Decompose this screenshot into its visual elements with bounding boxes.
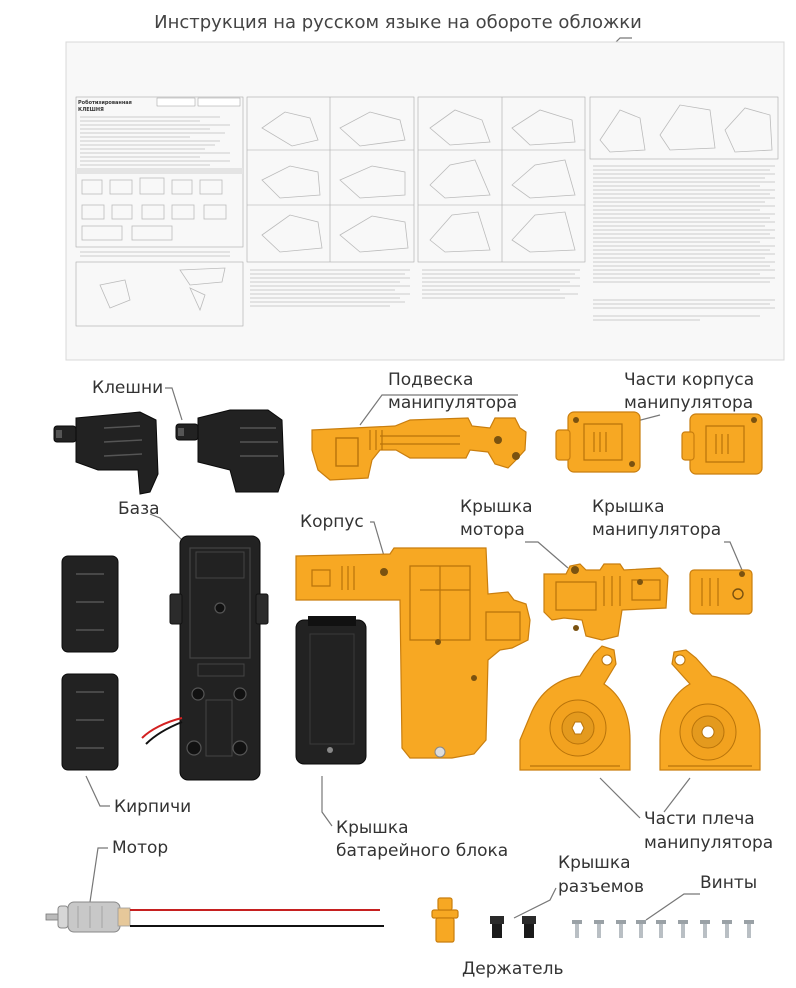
- claw-right: [175, 409, 285, 493]
- battery-cover-part: [295, 616, 367, 765]
- leader-bricks: [85, 775, 110, 807]
- label-shoulder-line2: манипулятора: [644, 833, 773, 853]
- arm-cover-part: [689, 569, 753, 615]
- screw: [656, 920, 666, 938]
- leader-body: [370, 521, 385, 557]
- body-part: [295, 547, 531, 759]
- label-battery-cover-line2: батарейного блока: [336, 841, 508, 861]
- screw: [678, 920, 688, 938]
- label-motor-cover-line2: мотора: [460, 520, 525, 540]
- motor-cover-part: [543, 563, 669, 641]
- label-motor: Мотор: [112, 838, 168, 858]
- label-shoulder-line1: Части плеча: [644, 809, 755, 829]
- label-connector-cover-line2: разъемов: [558, 877, 644, 897]
- shoulder-part-left: [519, 645, 631, 771]
- connector-cover-2: [522, 916, 536, 938]
- label-connector-cover-line1: Крышка: [558, 853, 631, 873]
- label-body: Корпус: [300, 512, 364, 532]
- screw: [572, 920, 582, 938]
- leader-screws: [645, 893, 700, 921]
- leader-arm-cover: [724, 541, 743, 571]
- label-screws: Винты: [700, 873, 757, 893]
- label-arm-body-line2: манипулятора: [624, 393, 753, 413]
- arm-body-part-left: [555, 411, 641, 473]
- screw: [594, 920, 604, 938]
- brick-top: [61, 555, 119, 653]
- header-title: Инструкция на русском языке на обороте о…: [154, 12, 642, 33]
- base-part: [141, 535, 269, 781]
- label-arm-mount-line2: манипулятора: [388, 393, 517, 413]
- instruction-sheet: Роботизированная КЛЕШНЯ: [65, 41, 785, 361]
- screw: [744, 920, 754, 938]
- arm-mount-part: [311, 417, 527, 481]
- label-arm-body-line1: Части корпуса: [624, 370, 754, 390]
- brick-bottom: [61, 673, 119, 771]
- motor-part: [45, 901, 384, 933]
- label-arm-mount-line1: Подвеска: [388, 370, 473, 390]
- leader-base: [149, 513, 189, 547]
- label-arm-cover-line1: Крышка: [592, 497, 665, 517]
- screw: [636, 920, 646, 938]
- label-holder: Держатель: [462, 959, 564, 979]
- leader-connector-cover: [513, 887, 557, 919]
- sheet-title-line1: Роботизированная: [78, 99, 132, 106]
- screw: [700, 920, 710, 938]
- label-arm-cover-line2: манипулятора: [592, 520, 721, 540]
- leader-claws: [165, 387, 183, 421]
- shoulder-part-right: [659, 649, 761, 771]
- label-battery-cover-line1: Крышка: [336, 818, 409, 838]
- leader-arm-mount: [359, 394, 518, 426]
- connector-cover-1: [490, 916, 504, 938]
- label-claws: Клешни: [92, 378, 163, 398]
- claw-left: [53, 411, 159, 495]
- holder-part: [431, 897, 459, 943]
- leader-shoulder-b: [663, 777, 691, 813]
- arm-body-part-right: [681, 413, 763, 475]
- screw: [616, 920, 626, 938]
- leader-shoulder-a: [599, 777, 641, 819]
- leader-motor-cover: [525, 541, 569, 569]
- screw-set: [572, 920, 754, 938]
- sheet-title-line2: КЛЕШНЯ: [78, 107, 104, 113]
- label-base: База: [118, 499, 160, 519]
- screw: [722, 920, 732, 938]
- leader-battery-cover: [321, 776, 333, 827]
- label-bricks: Кирпичи: [114, 797, 191, 817]
- label-motor-cover-line1: Крышка: [460, 497, 533, 517]
- leader-motor: [89, 847, 108, 903]
